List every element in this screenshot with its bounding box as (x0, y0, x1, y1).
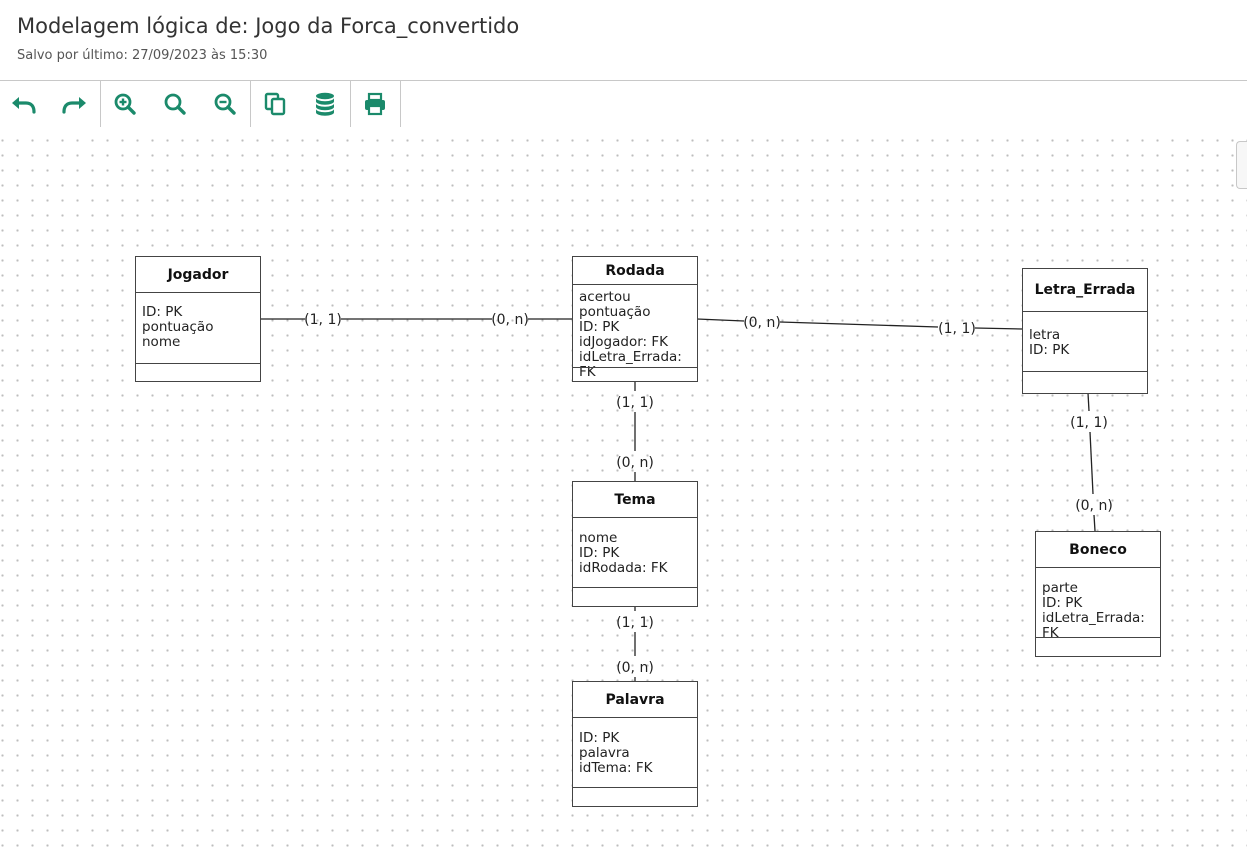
entity-name: Jogador (136, 257, 260, 293)
print-icon (365, 92, 385, 116)
entity-name: Boneco (1036, 532, 1160, 568)
side-panel-handle[interactable] (1236, 141, 1247, 189)
zoom-out-button[interactable] (208, 88, 242, 120)
toolbar (0, 80, 1247, 128)
zoom-reset-button[interactable] (158, 88, 192, 120)
entity-name: Rodada (573, 257, 697, 285)
entity-attributes: nome ID: PK idRodada: FK (579, 530, 668, 576)
entity-attributes: parte ID: PK idLetra_Errada: FK (1042, 580, 1145, 641)
database-icon (316, 92, 334, 116)
print-group (351, 81, 401, 127)
last-saved-label: Salvo por último: 27/09/2023 às 15:30 (17, 48, 268, 63)
tools-group (251, 81, 351, 127)
entity-attributes: ID: PK pontuação nome (142, 304, 214, 350)
entity-jogador[interactable]: Jogador ID: PK pontuação nome (135, 256, 261, 382)
undo-icon (12, 97, 36, 114)
entity-methods (136, 363, 260, 381)
entity-methods (573, 367, 697, 381)
entity-attributes: ID: PK palavra idTema: FK (579, 730, 653, 776)
copy-icon (264, 92, 286, 116)
print-button[interactable] (358, 88, 392, 120)
zoom-group (101, 81, 251, 127)
entity-name: Tema (573, 482, 697, 518)
entity-attributes: letra ID: PK (1029, 327, 1070, 358)
page-title: Modelagem lógica de: Jogo da Forca_conve… (17, 14, 520, 38)
entity-name: Palavra (573, 682, 697, 718)
entity-palavra[interactable]: Palavra ID: PK palavra idTema: FK (572, 681, 698, 807)
entity-methods (1023, 371, 1147, 393)
redo-button[interactable] (57, 88, 91, 120)
zoom-out-icon (214, 93, 236, 115)
entity-methods (1036, 637, 1160, 656)
entity-methods (573, 787, 697, 806)
history-group (0, 81, 101, 127)
entity-methods (573, 587, 697, 606)
entity-letra-errada[interactable]: Letra_Errada letra ID: PK (1022, 268, 1148, 394)
entity-tema[interactable]: Tema nome ID: PK idRodada: FK (572, 481, 698, 607)
undo-button[interactable] (7, 88, 41, 120)
redo-icon (62, 97, 86, 114)
copy-button[interactable] (258, 88, 292, 120)
header: Modelagem lógica de: Jogo da Forca_conve… (0, 0, 1247, 80)
zoom-in-icon (114, 93, 136, 115)
zoom-icon (164, 93, 186, 115)
entity-attributes: acertou pontuação ID: PK idJogador: FK i… (579, 289, 682, 380)
database-button[interactable] (308, 88, 342, 120)
entity-rodada[interactable]: Rodada acertou pontuação ID: PK idJogado… (572, 256, 698, 382)
entity-boneco[interactable]: Boneco parte ID: PK idLetra_Errada: FK (1035, 531, 1161, 657)
entity-name: Letra_Errada (1023, 269, 1147, 312)
zoom-in-button[interactable] (108, 88, 142, 120)
